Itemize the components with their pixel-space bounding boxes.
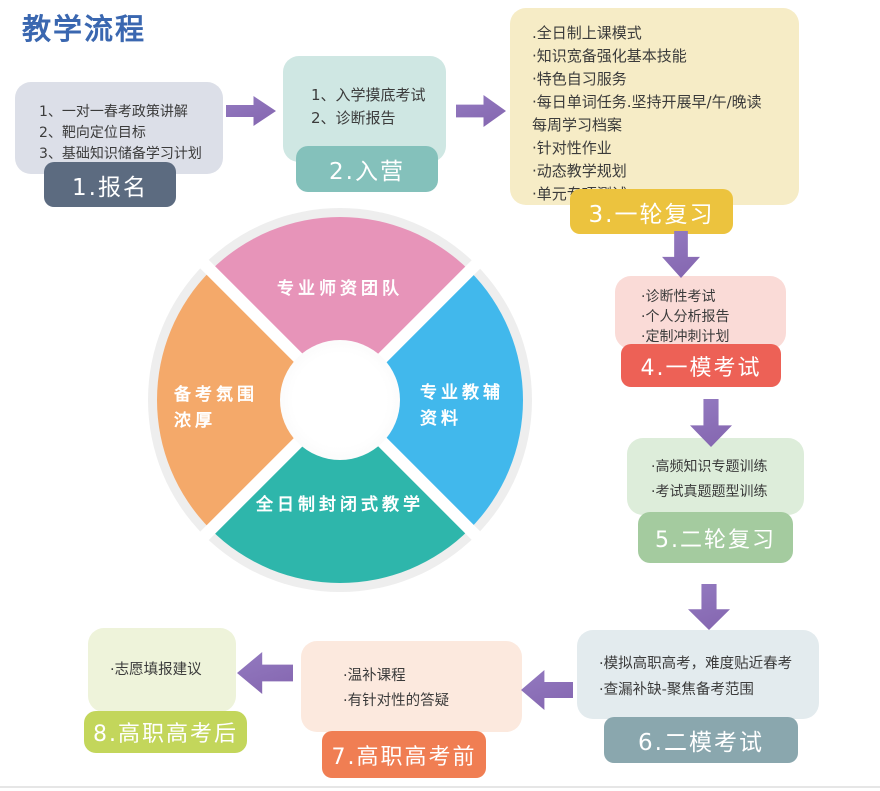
wheel-center-circle <box>280 340 400 460</box>
step2-content-box: 1、入学摸底考试 2、诊断报告 <box>283 56 446 162</box>
arrow-right-icon <box>456 95 506 127</box>
step1-item: 1、一对一春考政策讲解 <box>39 104 188 120</box>
wheel-label-line: 全日制封闭式教学 <box>256 495 424 515</box>
wheel-segment-label-top: 专业师资团队 <box>148 276 532 302</box>
step3-item: ·特色自习服务 <box>532 70 627 88</box>
step3-item: ·知识宽备强化基本技能 <box>532 47 687 65</box>
step4-item: ·诊断性考试 <box>641 289 716 305</box>
step7-label: 7.高职高考前 <box>322 731 486 778</box>
page-title: 教学流程 <box>22 12 147 46</box>
step3-item: .全日制上课模式 <box>532 24 642 42</box>
arrow-down-icon <box>662 231 700 278</box>
step6-content-box: ·模拟高职高考，难度贴近春考 ·查漏补缺-聚焦备考范围 <box>577 630 819 719</box>
arrow-down-icon <box>688 584 730 630</box>
step4-content-box: ·诊断性考试 ·个人分析报告 ·定制冲刺计划 <box>615 276 786 349</box>
step1-item: 2、靶向定位目标 <box>39 125 146 141</box>
wheel-label-line: 备考氛围 <box>174 385 258 405</box>
step3-item: ·每日单词任务.坚持开展早/午/晚读 <box>532 93 762 111</box>
step7-item: ·温补课程 <box>343 668 406 684</box>
step3-item: ·动态教学规划 <box>532 162 627 180</box>
step4-label: 4.一模考试 <box>621 344 781 387</box>
arrow-left-icon <box>521 670 573 710</box>
step8-content-box: ·志愿填报建议 <box>88 628 236 712</box>
arrow-right-icon <box>226 96 276 126</box>
step7-item: ·有针对性的答疑 <box>343 693 450 709</box>
step2-item: 1、入学摸底考试 <box>311 86 426 104</box>
wheel-segment-label-right: 专业教辅 资料 <box>420 380 504 432</box>
step1-content-box: 1、一对一春考政策讲解 2、靶向定位目标 3、基础知识储备学习计划 <box>15 82 223 174</box>
wheel-label-line: 专业师资团队 <box>277 279 403 299</box>
wheel-segment-label-bottom: 全日制封闭式教学 <box>148 492 532 518</box>
step5-label: 5.二轮复习 <box>638 512 793 563</box>
step8-label: 8.高职高考后 <box>84 711 247 753</box>
core-features-wheel: 专业师资团队 专业教辅 资料 全日制封闭式教学 备考氛围 浓厚 <box>148 208 532 592</box>
step7-content-box: ·温补课程 ·有针对性的答疑 <box>301 641 522 732</box>
step3-label: 3.一轮复习 <box>570 189 733 234</box>
step3-content-box: .全日制上课模式 ·知识宽备强化基本技能 ·特色自习服务 ·每日单词任务.坚持开… <box>510 8 799 205</box>
step3-item: ·针对性作业 <box>532 139 612 157</box>
step6-item: ·查漏补缺-聚焦备考范围 <box>599 682 754 698</box>
wheel-label-line: 专业教辅 <box>420 383 504 403</box>
footer-divider <box>0 786 880 788</box>
step5-item: ·考试真题题型训练 <box>651 484 768 500</box>
step2-label: 2.入营 <box>296 146 438 192</box>
step4-item: ·定制冲刺计划 <box>641 329 730 345</box>
step8-item: ·志愿填报建议 <box>110 662 202 678</box>
step6-label: 6.二模考试 <box>604 717 798 763</box>
step4-item: ·个人分析报告 <box>641 309 730 325</box>
step5-item: ·高频知识专题训练 <box>651 459 768 475</box>
step6-item: ·模拟高职高考，难度贴近春考 <box>599 656 793 672</box>
step3-item: 每周学习档案 <box>532 116 623 134</box>
step1-item: 3、基础知识储备学习计划 <box>39 146 202 162</box>
step1-label: 1.报名 <box>44 162 176 207</box>
step2-item: 2、诊断报告 <box>311 109 396 127</box>
wheel-segment-label-left: 备考氛围 浓厚 <box>174 382 258 434</box>
wheel-label-line: 资料 <box>420 409 462 429</box>
arrow-left-icon <box>237 652 293 694</box>
step5-content-box: ·高频知识专题训练 ·考试真题题型训练 <box>627 438 804 515</box>
wheel-label-line: 浓厚 <box>174 411 216 431</box>
